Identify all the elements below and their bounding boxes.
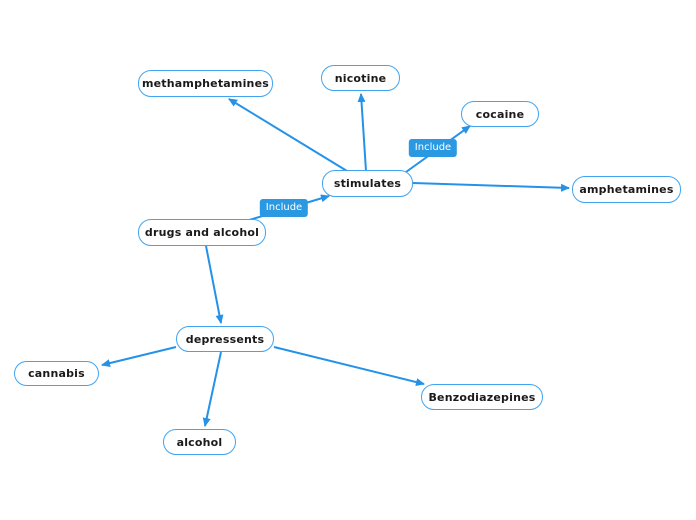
node-cocaine[interactable]: cocaine [461, 101, 539, 127]
node-drugs-and-alcohol[interactable]: drugs and alcohol [138, 219, 266, 246]
node-label: depressents [185, 332, 265, 346]
edge-stimulates-to-methamphetamines [228, 98, 348, 172]
node-nicotine[interactable]: nicotine [321, 65, 400, 91]
node-label: methamphetamines [141, 77, 269, 90]
node-benzodiazepines[interactable]: Benzodiazepines [421, 384, 543, 410]
node-label: cocaine [475, 107, 525, 121]
edge-depressents-to-benzodiazepines [273, 346, 425, 386]
edge-group [101, 93, 570, 427]
node-depressents[interactable]: depressents [176, 326, 274, 352]
edge-label-stimulates-to-cocaine[interactable]: Include [408, 139, 458, 157]
edge-depressents-to-alcohol [202, 351, 222, 427]
edge-stimulates-to-nicotine [357, 93, 367, 172]
node-alcohol[interactable]: alcohol [163, 429, 236, 455]
node-cannabis[interactable]: cannabis [14, 361, 99, 386]
node-amphetamines[interactable]: amphetamines [572, 176, 681, 203]
node-label: drugs and alcohol [144, 226, 260, 239]
node-label: stimulates [333, 177, 402, 190]
node-stimulates[interactable]: stimulates [322, 170, 413, 197]
node-label: Benzodiazepines [428, 390, 536, 404]
node-label: nicotine [334, 71, 387, 85]
edge-depressents-to-cannabis [101, 346, 177, 367]
edge-label-drugs-to-stimulates[interactable]: Include [259, 199, 309, 217]
edge-drugs-to-depressents [205, 245, 224, 324]
node-label: cannabis [28, 367, 85, 380]
node-label: alcohol [176, 435, 223, 449]
node-label: amphetamines [579, 183, 674, 196]
edge-stimulates-to-amphetamines [412, 182, 570, 192]
node-methamphetamines[interactable]: methamphetamines [138, 70, 273, 97]
